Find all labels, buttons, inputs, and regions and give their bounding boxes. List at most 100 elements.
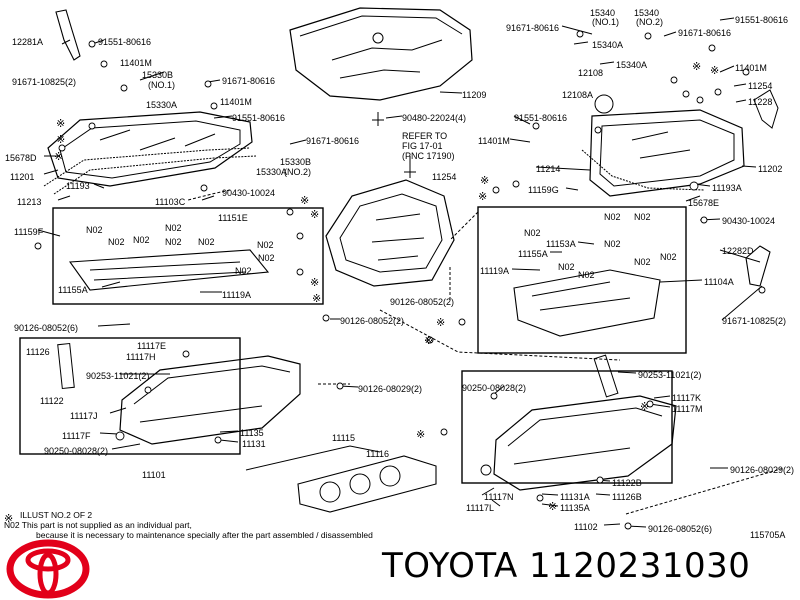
part-label: 11193 (66, 181, 90, 191)
svg-text:※: ※ (480, 175, 489, 187)
part-label: 11153A (546, 239, 576, 249)
part-label: 11209 (462, 90, 487, 100)
part-label: 115705A (750, 530, 786, 540)
svg-text:※: ※ (310, 209, 319, 221)
svg-text:※: ※ (692, 61, 701, 73)
part-label: 90126-08052(6) (648, 524, 713, 534)
part-label: N02 (604, 239, 621, 249)
svg-text:※: ※ (710, 65, 719, 77)
diagram-artwork: ※※※ ※※※ ※※※ ※※※ ※※※ ※※ (4, 7, 785, 530)
part-label: 15678E (688, 198, 720, 208)
part-label: 90253-11021(2) (86, 371, 150, 381)
right-head-group-box (461, 370, 673, 484)
part-label: 12108 (578, 68, 604, 78)
part-label: 11202 (758, 164, 783, 174)
part-label: 11117J (70, 411, 98, 421)
part-label: 11135A (560, 503, 590, 513)
part-label: N02 (257, 240, 274, 250)
part-label: N02 (235, 266, 252, 276)
part-label: N02 (578, 270, 595, 280)
part-label: REFER TO (402, 131, 448, 141)
part-label: 15330B (280, 157, 312, 167)
part-label: 15340A (592, 40, 624, 50)
part-label: 12108A (562, 90, 594, 100)
part-label: N02 (133, 235, 150, 245)
part-label: 15330A (256, 167, 288, 177)
svg-text:※: ※ (640, 401, 649, 413)
part-label: (NO.1) (592, 17, 619, 27)
part-label: (NO.2) (636, 17, 663, 27)
part-label: 11159F (14, 227, 44, 237)
part-label: 91551-80616 (735, 15, 789, 25)
part-label: N02 (165, 237, 182, 247)
svg-text:※: ※ (54, 151, 63, 163)
part-label: 11119A (480, 266, 510, 276)
part-label: 11201 (10, 172, 35, 182)
part-label: 11117E (137, 341, 167, 351)
part-label: 11126 (26, 347, 50, 357)
part-label: N02 (165, 223, 182, 233)
part-label: 90250-08028(2) (44, 446, 109, 456)
part-label: 15340 (634, 8, 660, 18)
part-label: 90126-08052(2) (390, 297, 455, 307)
part-label: 11117H (126, 352, 156, 362)
part-label: 12281A (12, 37, 44, 47)
part-label: 11116 (366, 449, 390, 459)
n02-note-line-2: because it is necessary to maintenance s… (36, 530, 373, 540)
svg-text:※: ※ (4, 513, 13, 525)
part-label: N02 (86, 225, 103, 235)
part-label: 11104A (704, 277, 734, 287)
part-label: 11155A (518, 249, 548, 259)
part-label: 11117F (62, 431, 91, 441)
part-label: 90126-08052(2) (340, 316, 405, 326)
part-label: 91551-80616 (514, 113, 568, 123)
part-label: 91671-80616 (222, 76, 276, 86)
part-label: N02 (604, 212, 621, 222)
n02-note-line-1: N02 This part is not supplied as an indi… (4, 520, 192, 530)
svg-text:※: ※ (416, 429, 425, 441)
part-label: 90430-10024 (222, 188, 276, 198)
part-label: 11102 (574, 522, 598, 532)
part-label: 11254 (748, 81, 773, 91)
part-label: 11103C (155, 197, 186, 207)
part-label: 11122 (40, 396, 64, 406)
part-label: 11131 (242, 439, 266, 449)
brand-part-number-title: TOYOTA 1120231030 (382, 546, 751, 586)
part-label: 11122B (612, 478, 642, 488)
part-label: 11151E (218, 213, 248, 223)
part-label: N02 (258, 253, 275, 263)
part-label: 11228 (748, 97, 773, 107)
part-label: 91671-80616 (306, 136, 360, 146)
part-label: FIG 17-01 (402, 141, 443, 151)
part-label: 11117K (672, 393, 702, 403)
svg-text:※: ※ (56, 134, 65, 146)
svg-text:※: ※ (310, 277, 319, 289)
part-label: N02 (558, 262, 575, 272)
part-label: 11117M (672, 404, 703, 414)
part-label: 15340A (616, 60, 648, 70)
part-label: N02 (634, 257, 651, 267)
part-label: 11254 (432, 172, 457, 182)
part-label: 11155A (58, 285, 88, 295)
left-head-group-box (19, 337, 241, 455)
part-label: (PNC 17190) (402, 151, 455, 161)
part-label: 90126-08052(6) (14, 323, 79, 333)
part-label: 12282D (722, 246, 754, 256)
part-label: 11159G (528, 185, 559, 195)
part-label: N02 (108, 237, 125, 247)
left-valve-group-box (52, 207, 324, 305)
part-label: (NO.1) (148, 80, 175, 90)
part-label: N02 (660, 252, 677, 262)
part-label: 91671-10825(2) (722, 316, 787, 326)
toyota-logo (6, 539, 90, 599)
right-valve-group-box (477, 206, 687, 354)
part-label: 90126-08029(2) (730, 465, 795, 475)
illustration-note: ILLUST NO.2 OF 2 (20, 510, 93, 520)
svg-text:※: ※ (548, 501, 557, 513)
svg-text:※: ※ (56, 118, 65, 130)
svg-text:※: ※ (300, 195, 309, 207)
part-label: 11135 (240, 428, 264, 438)
part-label: 91671-80616 (506, 23, 560, 33)
part-label: 11401M (478, 136, 510, 146)
